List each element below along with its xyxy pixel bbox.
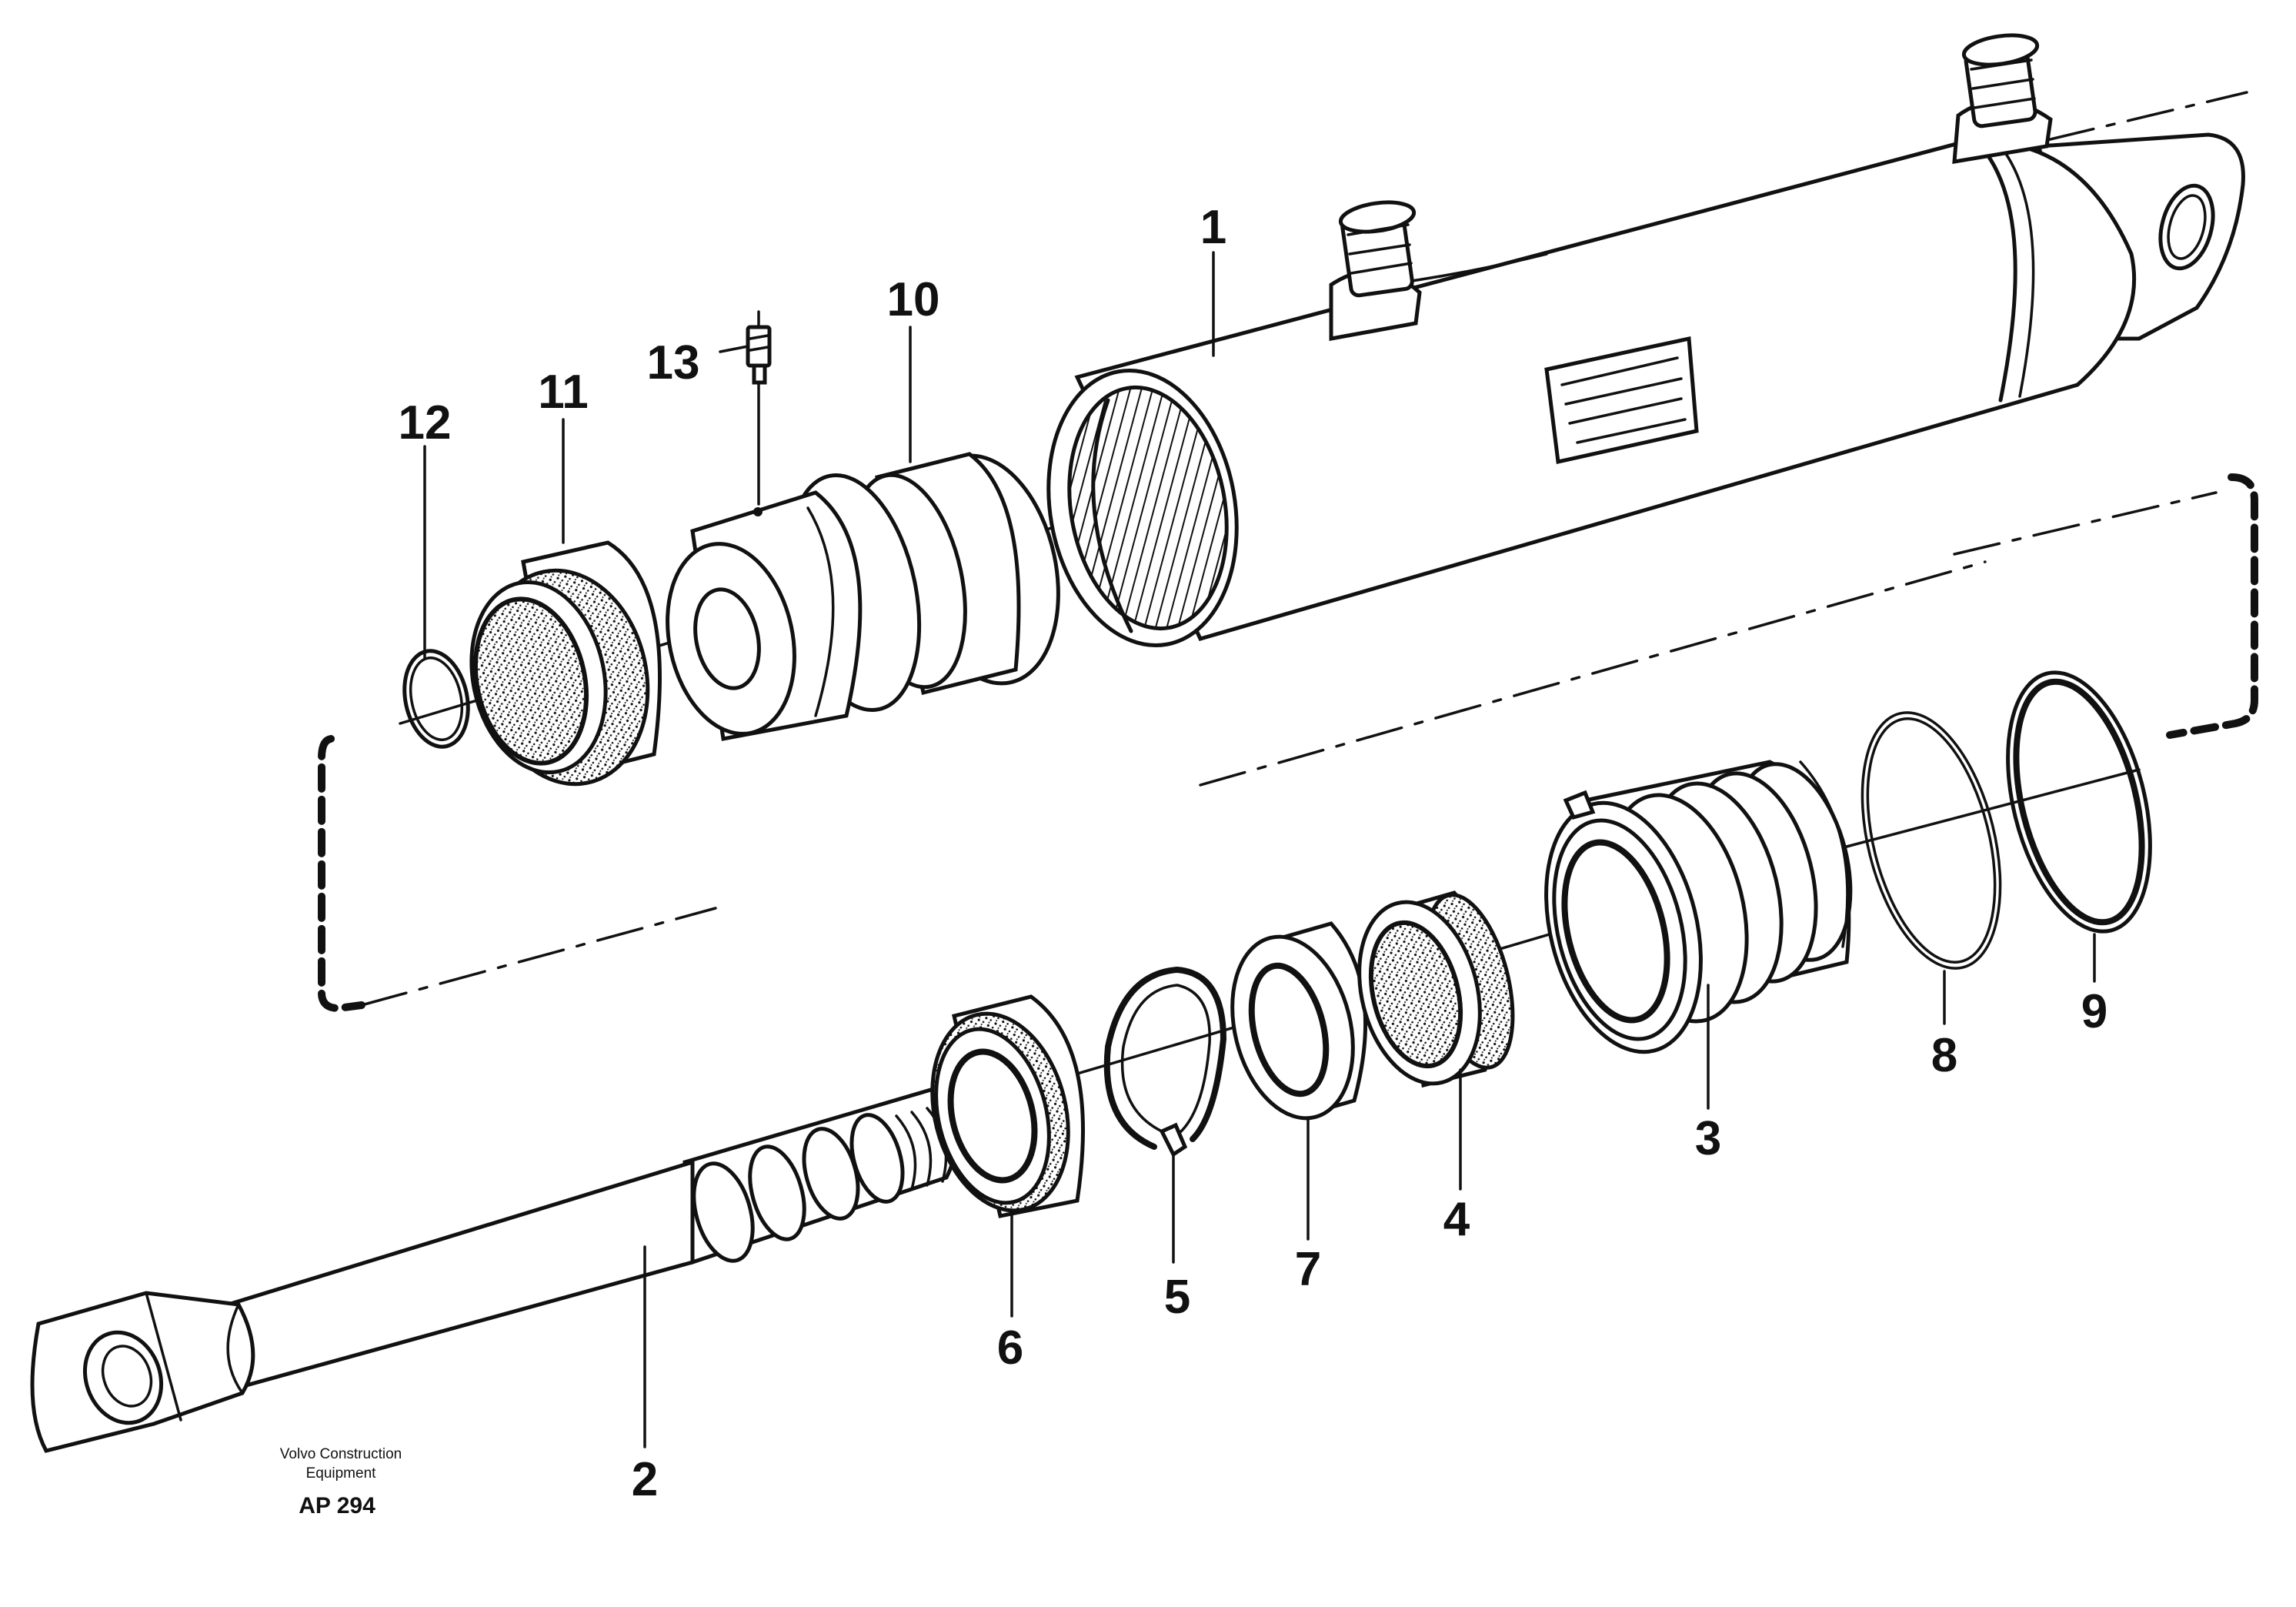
callout-3: 3 (1695, 1112, 1721, 1165)
guide-ring (1230, 921, 1368, 1121)
callout-1: 1 (1200, 201, 1226, 254)
thin-ring (1860, 711, 2002, 970)
callout-9: 9 (2081, 985, 2107, 1038)
cylinder-barrel (1046, 33, 2245, 647)
credit-line-1: Volvo Construction (280, 1446, 402, 1462)
seal-housing (930, 994, 1085, 1218)
callout-8: 8 (1931, 1029, 1957, 1082)
drawing-code: AP 294 (299, 1493, 375, 1518)
leader-lines (423, 251, 2096, 1448)
callout-7: 7 (1295, 1243, 1321, 1296)
callout-labels: 1 10 11 12 13 2 6 5 7 4 3 8 9 (399, 201, 2108, 1506)
piston-seal-ring (2006, 670, 2152, 934)
cylinder-head (666, 452, 1060, 741)
credit-block: Volvo Construction Equipment AP 294 (280, 1446, 402, 1518)
rod-seal (1357, 890, 1515, 1088)
callout-2: 2 (632, 1453, 658, 1506)
nameplate (1544, 336, 1699, 465)
wiper-housing (469, 540, 662, 787)
callout-5: 5 (1164, 1271, 1190, 1324)
snap-ring (1103, 967, 1226, 1158)
small-o-ring (402, 649, 470, 749)
rod-grooves (692, 1107, 948, 1263)
rear-hydraulic-port (1952, 33, 2053, 164)
grease-nipple (746, 310, 772, 385)
callout-13: 13 (647, 336, 700, 389)
callout-6: 6 (997, 1321, 1023, 1375)
callout-11: 11 (538, 366, 589, 419)
callout-4: 4 (1443, 1193, 1470, 1246)
piston-rod (30, 1083, 960, 1453)
credit-line-2: Equipment (306, 1465, 377, 1482)
front-hydraulic-port (1329, 200, 1422, 341)
callout-12: 12 (399, 396, 452, 449)
assembly-boundary (318, 473, 2258, 1012)
callout-10: 10 (887, 273, 940, 326)
piston (1544, 760, 1853, 1054)
